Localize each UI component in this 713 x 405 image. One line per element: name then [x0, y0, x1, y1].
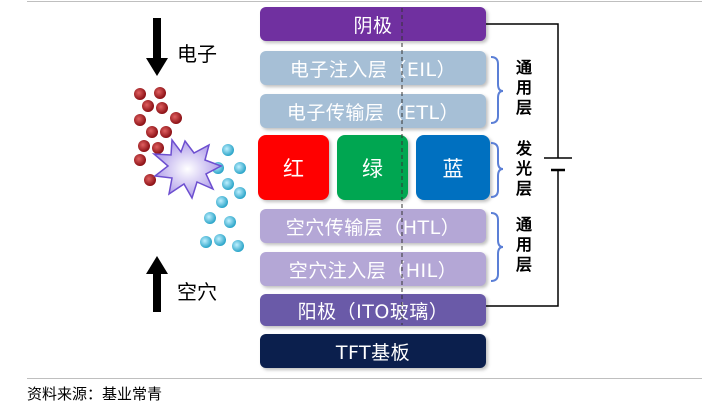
substrate-layer: TFT基板: [260, 334, 486, 368]
brace-emissive: [490, 142, 504, 198]
anode-label: 阳极（ITO玻璃）: [297, 300, 449, 323]
common-layer-label-bottom: 通用层: [515, 215, 532, 274]
hil-label: 空穴注入层（HIL）: [288, 259, 458, 282]
hole-label: 空穴: [177, 280, 217, 304]
bottom-rule: [27, 378, 702, 379]
source-note: 资料来源：基业常青: [27, 385, 163, 403]
green-label: 绿: [362, 156, 383, 181]
brace-common-top: [490, 56, 504, 124]
brace-common-bottom: [490, 212, 504, 282]
red-emissive-layer: 红: [258, 135, 329, 200]
electron-particles: [134, 87, 182, 186]
anode-layer: 阳极（ITO玻璃）: [260, 294, 486, 326]
external-circuit: [486, 23, 572, 307]
electron-down-arrow-icon: [146, 18, 168, 76]
htl-layer: 空穴传输层（HTL）: [260, 209, 486, 243]
hole-particles: [200, 144, 246, 252]
blue-emissive-layer: 蓝: [416, 135, 490, 200]
etl-layer: 电子传输层（ETL）: [260, 94, 486, 128]
common-layer-label-top: 通用层: [515, 58, 532, 117]
green-emissive-layer: 绿: [337, 135, 408, 200]
substrate-label: TFT基板: [335, 341, 411, 364]
recombination-burst-icon: [151, 137, 223, 200]
electron-label: 电子: [177, 42, 217, 66]
hil-layer: 空穴注入层（HIL）: [260, 252, 486, 286]
top-rule: [27, 1, 702, 2]
eil-label: 电子注入层（EIL）: [289, 58, 457, 81]
eil-layer: 电子注入层（EIL）: [260, 51, 486, 85]
emissive-layer-label: 发光层: [515, 139, 532, 198]
hole-up-arrow-icon: [146, 256, 168, 312]
cathode-label: 阴极: [353, 14, 393, 37]
blue-label: 蓝: [442, 156, 464, 181]
cathode-layer: 阴极: [260, 7, 486, 41]
htl-label: 空穴传输层（HTL）: [285, 216, 461, 239]
etl-label: 电子传输层（ETL）: [286, 101, 460, 124]
red-label: 红: [283, 156, 304, 181]
